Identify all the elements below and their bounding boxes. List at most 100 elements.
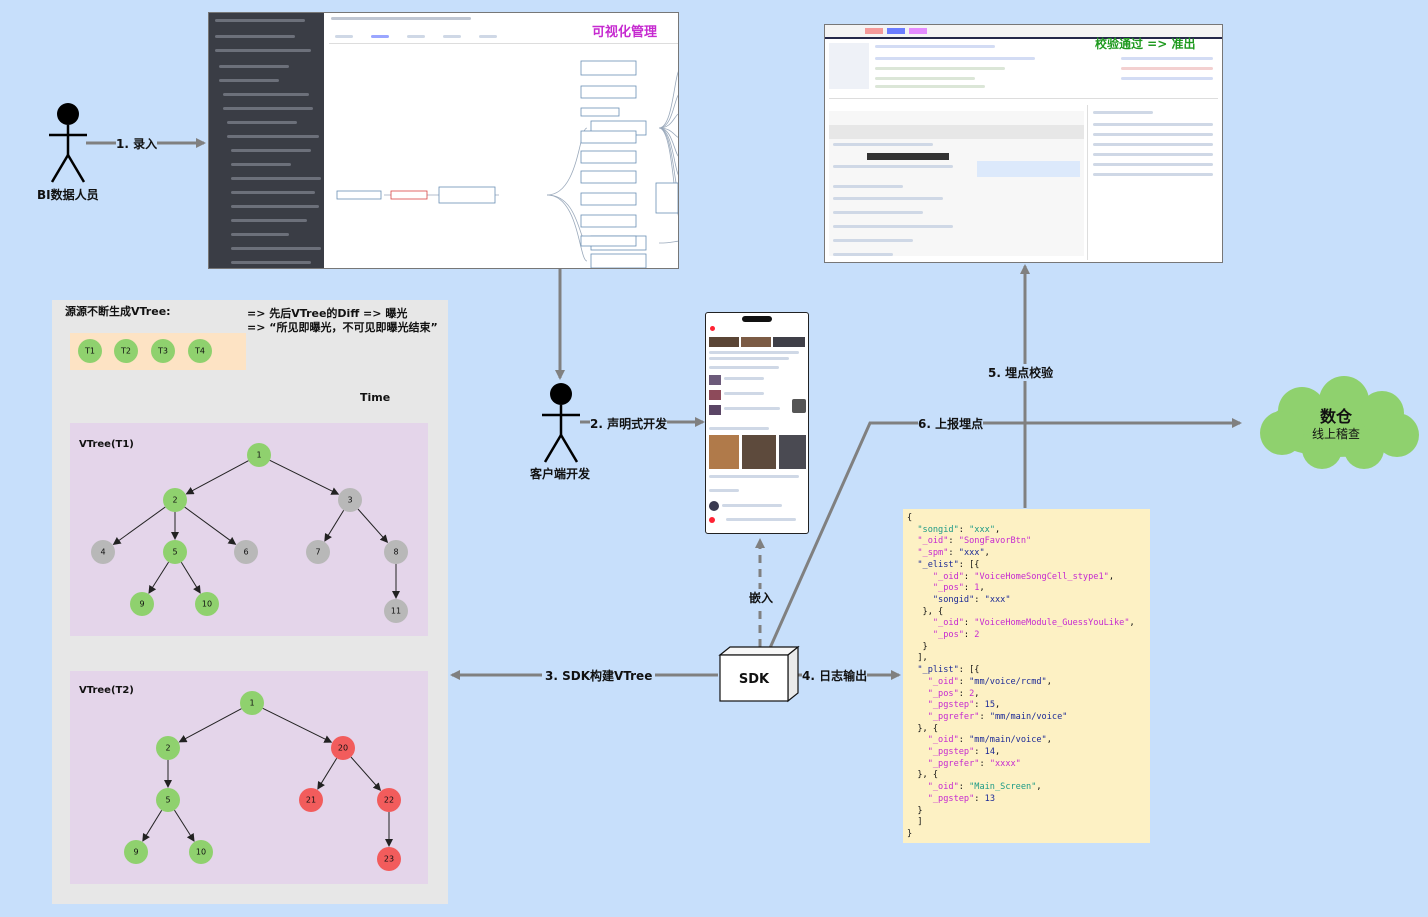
json-line: } <box>907 805 923 816</box>
step1-label: 1. 录入 <box>116 135 158 152</box>
vtree-t1-node-11-circle <box>384 599 408 623</box>
vtree-t1-node-2-label: 2 <box>172 496 177 505</box>
tree-edge <box>112 506 166 545</box>
tree-edge <box>185 460 249 495</box>
bi-person-icon <box>49 103 87 183</box>
warehouse-title: 数仓 <box>1319 407 1352 426</box>
json-line: }, { <box>907 606 944 617</box>
verify-title: 校验通过 => 准出 <box>1095 37 1196 51</box>
json-line: "_oid": "mm/main/voice", <box>927 735 1052 746</box>
vtree-t1-node-8-label: 8 <box>393 548 398 557</box>
vtree-t2-node-22-label: 22 <box>384 796 394 805</box>
tree-edge <box>148 561 169 594</box>
visual-management-screenshot: 可视化管理 <box>208 12 679 269</box>
vtree-t1-node-4-label: 4 <box>100 548 105 557</box>
json-line: "songid": "xxx", <box>917 524 1001 535</box>
client-dev-person-icon <box>542 383 580 463</box>
vtree-note-line2: => “所见即曝光，不可见即曝光结束” <box>247 321 438 334</box>
arrow-step6 <box>768 418 1242 649</box>
json-line: "_oid": "Main_Screen", <box>927 782 1042 793</box>
vtree-t1-node-1-circle <box>247 443 271 467</box>
vtree-t1-node-2-circle <box>163 488 187 512</box>
phone-screenshot <box>705 312 809 534</box>
timeline-node-t4-circle <box>188 339 212 363</box>
vtree-t2-node-23-circle <box>377 847 401 871</box>
vtree-t2-node-5-circle <box>156 788 180 812</box>
vtree-t2-node-2-circle <box>156 736 180 760</box>
vtree-t1-node-1-label: 1 <box>256 451 261 460</box>
json-line: "_pos": 2, <box>927 688 980 699</box>
json-line: "_elist": [{ <box>917 559 980 570</box>
vtree-t2-node-20-circle <box>331 736 355 760</box>
step6-label: 6. 上报埋点 <box>918 415 984 432</box>
warehouse-subtitle: 线上稽查 <box>1311 427 1360 441</box>
json-line: "_pgstep": 13 <box>927 793 995 804</box>
tree-edge <box>178 708 242 743</box>
screenshot-sidebar <box>209 13 324 268</box>
vtree-t2-node-10-label: 10 <box>196 848 206 857</box>
vtree-t2-node-9-circle <box>124 840 148 864</box>
json-line: } <box>907 641 928 652</box>
tree-edge <box>262 707 333 743</box>
json-line: "_plist": [{ <box>917 665 980 676</box>
vtree-t1-node-6-label: 6 <box>243 548 248 557</box>
bi-actor-label: BI数据人员 <box>37 188 99 202</box>
vtree-t2-node-22-circle <box>377 788 401 812</box>
vtree-t1-title: VTree(T1) <box>79 439 134 450</box>
timeline-node-t4-label: T4 <box>194 347 205 356</box>
vtree-t1-node-11-label: 11 <box>391 607 401 616</box>
json-line: "_pos": 1, <box>932 583 985 594</box>
vtree-t1-node-10-label: 10 <box>202 600 212 609</box>
vtree-t2-node-1-circle <box>240 691 264 715</box>
json-line: "_oid": "SongFavorBtn" <box>917 536 1032 547</box>
warehouse-cloud-icon <box>1260 376 1419 469</box>
vtree-t1-node-3-label: 3 <box>347 496 352 505</box>
vtree-t2-node-9-label: 9 <box>133 848 138 857</box>
client-dev-actor-label: 客户端开发 <box>530 467 591 481</box>
tree-edge <box>317 757 338 790</box>
step4-label: 4. 日志输出 <box>802 667 868 684</box>
json-line: "_oid": "VoiceHomeSongCell_stype1", <box>932 571 1114 582</box>
json-line: ] <box>907 817 923 828</box>
json-line: "_pgrefer": "xxxx" <box>927 758 1021 769</box>
json-line: "_oid": "VoiceHomeModule_GuessYouLike", <box>932 618 1135 629</box>
vtree-t2-node-5-label: 5 <box>165 796 170 805</box>
json-line: "songid": "xxx" <box>932 594 1011 605</box>
tree-edge <box>184 506 237 545</box>
vtree-t2-node-10-circle <box>189 840 213 864</box>
vtree-t1-node-3-circle <box>338 488 362 512</box>
tree-edge <box>324 509 345 542</box>
tree-edge <box>269 459 340 495</box>
vtree-t1-node-9-circle <box>130 592 154 616</box>
tree-edge <box>180 561 201 594</box>
json-line: } <box>907 828 913 839</box>
vtree-t1-node-8-circle <box>384 540 408 564</box>
json-line: "_pgstep": 15, <box>927 700 1001 711</box>
vtree-t1-node-5-label: 5 <box>172 548 177 557</box>
step5-label: 5. 埋点校验 <box>988 364 1054 381</box>
vtree-t1-node-7-circle <box>306 540 330 564</box>
json-line: "_oid": "mm/voice/rcmd", <box>927 676 1052 687</box>
vtree-t2-node-20-label: 20 <box>338 744 348 753</box>
timeline-node-t1-label: T1 <box>84 347 95 356</box>
vtree-t1-node-9-label: 9 <box>139 600 144 609</box>
embed-label: 嵌入 <box>749 589 774 606</box>
timeline-node-t2-label: T2 <box>120 347 131 356</box>
step2-label: 2. 声明式开发 <box>590 415 668 432</box>
sdk-cube <box>718 645 800 703</box>
timeline-node-t3-label: T3 <box>157 347 168 356</box>
vtree-t1-node-4-circle <box>91 540 115 564</box>
tree-edge <box>174 809 195 842</box>
vtree-t2-node-21-circle <box>299 788 323 812</box>
json-line: { <box>907 513 913 523</box>
vtree-t1-node-5-circle <box>163 540 187 564</box>
time-label: Time <box>360 391 391 404</box>
vtree-t1-node-10-circle <box>195 592 219 616</box>
tree-edge <box>350 756 382 792</box>
verify-screenshot: 校验通过 => 准出 <box>824 24 1223 263</box>
vtree-note-line1: => 先后VTree的Diff => 曝光 <box>247 307 408 320</box>
vtree-t1-node-6-circle <box>234 540 258 564</box>
tree-edge <box>357 508 389 544</box>
vtree-panel-header: 源源不断生成VTree: <box>65 305 171 318</box>
